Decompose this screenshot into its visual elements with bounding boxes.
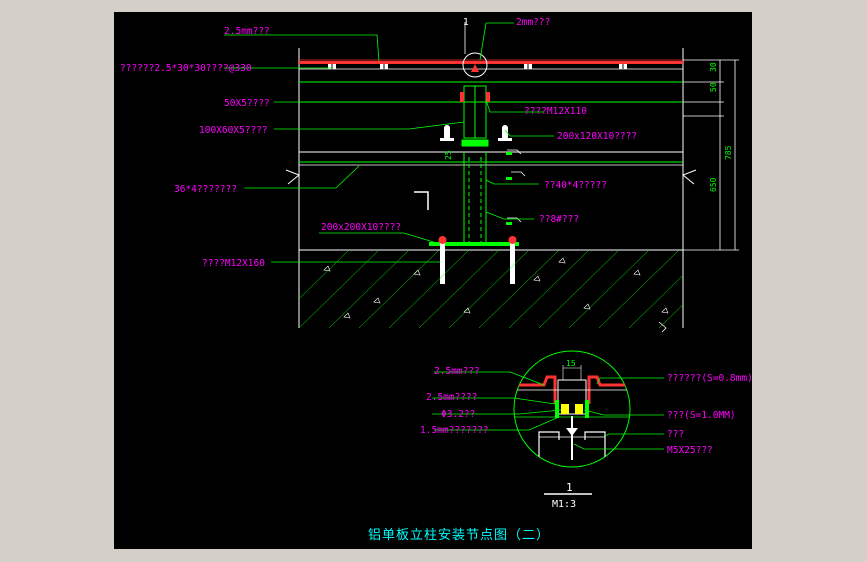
detail-fill-left [561,404,569,414]
detail-panel-right [587,375,630,404]
detail-profile [557,379,587,415]
label-panel-thickness: 2.5mm??? [224,26,270,37]
detail-leaders [432,371,664,450]
detail-label-rivet: Φ3.2?? [441,409,475,420]
break-line-right [682,169,697,185]
detail-marker-scale: M1:3 [552,499,576,510]
l-bracket [414,191,429,210]
detail-label-m5x25: M5X25??? [667,445,713,456]
detail-channel [538,431,606,467]
dimension-lines [683,59,739,251]
weld-symbols [507,149,526,223]
label-angle-50: 50X5???? [224,98,270,109]
detail-label-channel: ??? [667,429,684,440]
anchor-bolts [438,236,517,284]
stiffener-clips [328,64,627,69]
clip-notches [331,64,624,69]
label-channel-100: 100X60X5???? [199,125,268,136]
aluminium-panel [299,61,683,64]
label-angle-40: ??40*4????? [544,180,607,191]
label-anchor-m12x160: ????M12X160 [202,258,265,269]
leader-lines-right [479,22,554,220]
label-plate-200x120: 200x120X10???? [557,131,637,142]
marker-clip [471,64,479,72]
label-stiffener: ??????2.5*30*30????@330 [120,63,252,74]
detail-fill-right [575,404,583,414]
drawing-title: 铝单板立柱安装节点图（二） [368,528,550,543]
detail-label-profile-10: ???(S=1.0MM) [667,410,736,421]
detail-marker-circle [462,52,488,78]
dim-785: 785 [724,145,733,160]
dim-30: 30 [709,62,718,72]
cap-bolts [460,92,490,102]
dim-650: 650 [709,177,718,192]
label-2mm: 2mm??? [516,17,550,28]
cad-viewport[interactable]: 1 [114,12,753,549]
leader-lines-left [224,34,465,263]
break-line-left [285,169,300,185]
base-plate [429,242,519,246]
detail-circle [513,350,631,468]
concrete-hatch [299,250,683,328]
dim-15: 15 [566,359,576,368]
detail-panel-left [514,375,557,404]
label-plate-200: 200x200X10???? [321,222,401,233]
detail-label-profile-08: ??????(S=0.8mm) [667,373,752,384]
label-bolt-m12x110: ????M12X110 [524,106,587,117]
marker-number: 1 [463,17,469,28]
dim-50: 50 [709,82,718,92]
label-channel-8: ??8#??? [539,214,579,225]
label-angle-36: 36*4??????? [174,184,237,195]
weld-marks [506,152,512,225]
detail-marker-number: 1 [566,481,573,494]
central-column [461,85,489,244]
aggregate-marks [323,257,669,319]
detail-label-1-5mm: 1.5mm??????? [420,425,489,436]
dim-25: 25 [444,150,453,160]
main-section: 1 [120,17,739,333]
detail-view: 15 2.5mm??? 2.5mm???? Φ3.2?? 1.5mm??????… [420,350,753,510]
detail-label-connector: 2.5mm???? [426,392,477,403]
detail-label-panel: 2.5mm??? [434,366,480,377]
beam-bolts [440,128,512,141]
cad-drawing: 1 [120,17,753,543]
